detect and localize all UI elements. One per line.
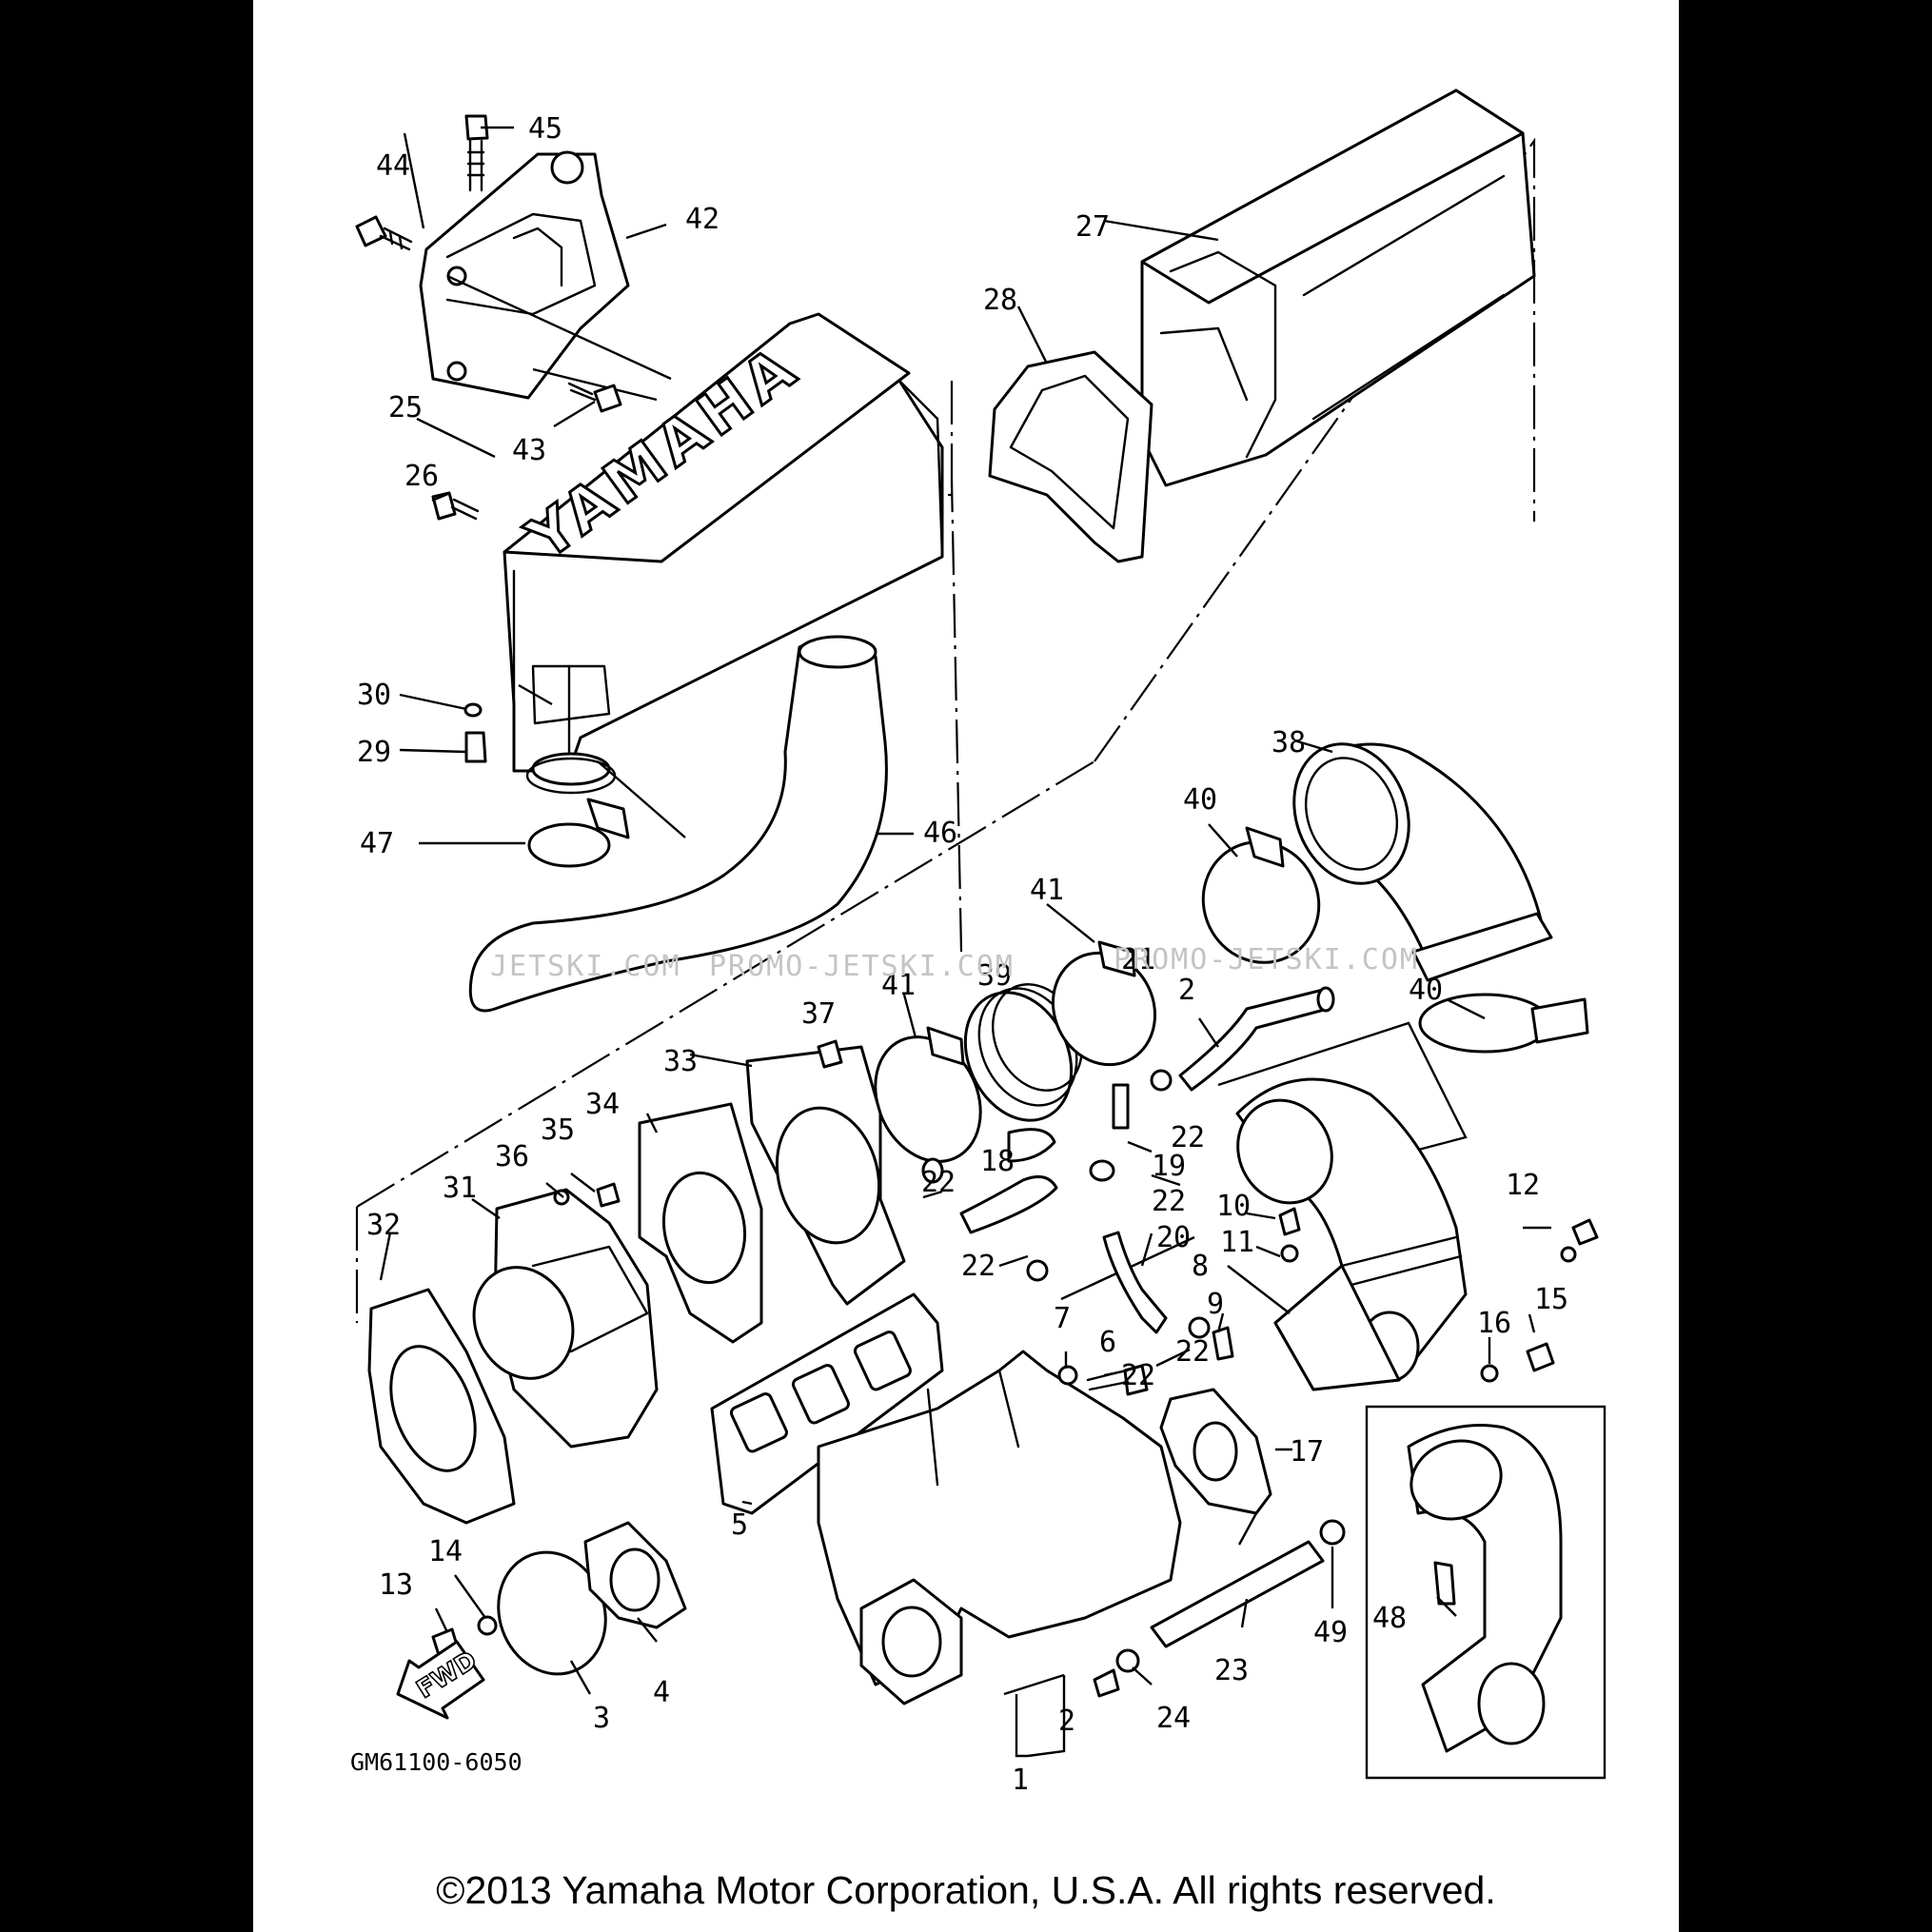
callout-9: 9 xyxy=(1207,1288,1224,1321)
callout-32: 32 xyxy=(366,1209,401,1242)
watermark-3: PROMO-JETSKI.COM xyxy=(1114,943,1419,976)
callout-2b: 2 xyxy=(1178,974,1195,1007)
callout-18: 18 xyxy=(980,1145,1015,1178)
callout-41a: 41 xyxy=(1030,874,1064,907)
callout-45: 45 xyxy=(528,112,562,146)
callout-24: 24 xyxy=(1156,1702,1191,1735)
lower-elbow xyxy=(1235,1077,1468,1391)
callout-30: 30 xyxy=(357,679,391,712)
callout-22d: 22 xyxy=(1152,1185,1186,1218)
callout-27: 27 xyxy=(1075,210,1110,244)
callout-17: 17 xyxy=(1290,1435,1324,1469)
part-34-gasket xyxy=(638,1102,763,1344)
part-4-gasket xyxy=(583,1521,687,1629)
callout-labels: 1 2 2 3 4 5 6 7 8 9 10 11 12 13 14 15 16… xyxy=(357,112,1568,1797)
callout-23: 23 xyxy=(1214,1654,1249,1687)
part-28-gasket xyxy=(988,350,1153,563)
callout-49: 49 xyxy=(1313,1616,1348,1649)
watermark-2: PROMO-JETSKI.COM xyxy=(709,950,1015,983)
part-42-bracket xyxy=(419,150,672,402)
part-1-manifold xyxy=(817,1350,1182,1705)
callout-25: 25 xyxy=(388,391,423,424)
callout-22e: 22 xyxy=(1121,1359,1155,1392)
callout-47: 47 xyxy=(360,827,394,860)
bolt-icons-29-30 xyxy=(463,702,487,763)
callout-19: 19 xyxy=(1152,1150,1186,1183)
part-21-hose xyxy=(1178,986,1335,1092)
callout-22f: 22 xyxy=(1175,1335,1210,1369)
callout-40a: 40 xyxy=(1183,783,1217,817)
callout-22b: 22 xyxy=(961,1250,996,1283)
part-46-hose xyxy=(468,635,888,1013)
callout-43: 43 xyxy=(512,434,546,467)
part-33-plate xyxy=(745,1045,906,1306)
drawing-code: GM61100-6050 xyxy=(350,1748,522,1776)
part-41-clamps xyxy=(874,940,1157,1163)
callout-46: 46 xyxy=(923,817,957,850)
callout-41b: 41 xyxy=(881,969,916,1002)
callout-39: 39 xyxy=(977,959,1012,993)
callout-20: 20 xyxy=(1156,1221,1191,1254)
watermarks: JETSKI.COM PROMO-JETSKI.COM PROMO-JETSKI… xyxy=(490,943,1419,983)
callout-35: 35 xyxy=(541,1114,575,1147)
callout-44: 44 xyxy=(376,149,410,183)
callout-5: 5 xyxy=(731,1508,748,1542)
leader-lines xyxy=(379,126,1551,1758)
callout-37: 37 xyxy=(801,997,836,1031)
part-40-clamps xyxy=(1201,826,1589,1054)
callout-29: 29 xyxy=(357,736,391,769)
callout-15: 15 xyxy=(1534,1283,1568,1316)
callout-40b: 40 xyxy=(1409,974,1443,1007)
part-31-housing xyxy=(472,1188,659,1449)
watermark-1: JETSKI.COM xyxy=(490,950,681,983)
callout-48: 48 xyxy=(1372,1602,1407,1635)
callout-13: 13 xyxy=(379,1568,413,1602)
part-17-gasket xyxy=(1159,1388,1272,1515)
callout-42: 42 xyxy=(685,203,720,236)
callout-34: 34 xyxy=(585,1088,620,1121)
copyright-footer: ©2013 Yamaha Motor Corporation, U.S.A. A… xyxy=(436,1868,1496,1912)
part-5-gasket xyxy=(710,1292,944,1515)
assembly-outlines xyxy=(355,137,1607,1780)
small-hardware-icons xyxy=(431,1039,1599,1698)
part-38-elbow xyxy=(1292,742,1553,982)
callout-12: 12 xyxy=(1506,1169,1540,1202)
callout-14: 14 xyxy=(428,1535,463,1568)
part-23-pipe xyxy=(1150,1540,1325,1648)
callout-22a: 22 xyxy=(921,1166,956,1199)
callout-11: 11 xyxy=(1220,1226,1254,1259)
part-27-muffler xyxy=(1140,89,1536,487)
callout-6: 6 xyxy=(1099,1326,1116,1359)
callout-2a: 2 xyxy=(1058,1705,1075,1738)
callout-33: 33 xyxy=(663,1045,698,1078)
part-32-gasket xyxy=(367,1288,516,1525)
callout-38: 38 xyxy=(1272,726,1306,759)
callout-28: 28 xyxy=(983,284,1017,317)
bolt-icons-upper xyxy=(355,114,622,521)
callout-3: 3 xyxy=(593,1702,610,1735)
callout-4: 4 xyxy=(653,1676,670,1709)
callout-36: 36 xyxy=(495,1140,529,1173)
callout-26: 26 xyxy=(404,460,439,493)
inset-elbow xyxy=(1407,1424,1563,1753)
callout-1: 1 xyxy=(1012,1764,1029,1797)
callout-16: 16 xyxy=(1477,1307,1511,1340)
fwd-arrow-icon: FWD xyxy=(396,1640,485,1720)
part-47-clamp xyxy=(518,683,686,868)
callout-22c: 22 xyxy=(1171,1121,1205,1154)
callout-8: 8 xyxy=(1192,1250,1209,1283)
callout-7: 7 xyxy=(1054,1302,1071,1335)
callout-10: 10 xyxy=(1216,1190,1251,1223)
callout-31: 31 xyxy=(443,1172,477,1205)
callout-21: 21 xyxy=(1121,943,1155,976)
